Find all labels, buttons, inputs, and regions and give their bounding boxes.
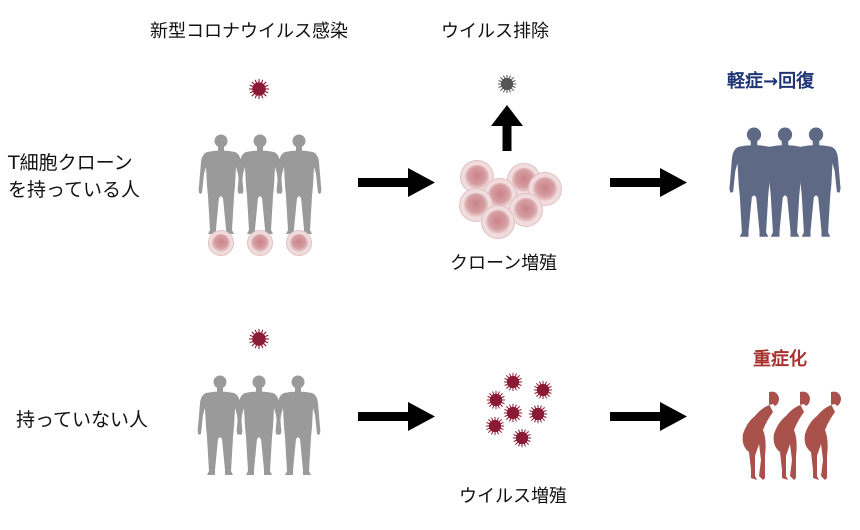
bent-person-icon — [773, 391, 810, 480]
row1-label-line1: T細胞クローン — [8, 152, 133, 174]
person-group-gray-row1 — [198, 134, 322, 234]
arrow-right-icon — [358, 168, 435, 197]
row1-outcome: 軽症→回復 — [727, 71, 815, 92]
person-icon — [275, 375, 321, 475]
arrow-right-icon — [610, 402, 687, 431]
row2-outcome: 重症化 — [753, 349, 807, 370]
person-group-recovered — [729, 127, 841, 237]
eliminated-virus-icon — [497, 74, 517, 94]
header-elimination: ウイルス排除 — [441, 21, 549, 42]
header-infection: 新型コロナウイルス感染 — [150, 21, 348, 42]
person-icon — [197, 375, 243, 475]
t-cell-icon — [481, 205, 515, 239]
arrow-right-icon — [610, 168, 687, 197]
virus-icon — [512, 428, 532, 448]
t-cell-cluster — [459, 160, 562, 239]
arrow-up-icon — [491, 105, 523, 151]
arrow-right-icon — [358, 402, 435, 431]
t-cell-icon — [208, 230, 234, 256]
person-group-gray-row2 — [197, 375, 321, 475]
virus-icon — [248, 78, 270, 100]
person-icon — [236, 375, 282, 475]
virus-icon — [485, 416, 505, 436]
virus-icon — [486, 390, 506, 410]
virus-icon — [248, 328, 270, 350]
row1-label-line2: を持っている人 — [8, 179, 141, 201]
row1-middle-label: クローン増殖 — [450, 253, 558, 274]
t-cell-icon — [286, 230, 312, 256]
virus-icon — [503, 372, 523, 392]
row2-label: 持っていない人 — [16, 409, 149, 431]
bent-person-icon — [804, 391, 841, 480]
person-icon — [198, 134, 244, 234]
bent-person-icon — [742, 391, 779, 480]
t-cell-icon — [247, 230, 273, 256]
virus-icon — [533, 380, 553, 400]
virus-icon — [503, 403, 523, 423]
virus-cluster — [485, 372, 553, 448]
person-icon — [237, 134, 283, 234]
t-cell-group-row1 — [208, 230, 312, 256]
person-group-severe — [742, 391, 841, 480]
person-icon — [276, 134, 322, 234]
row2-middle-label: ウイルス増殖 — [459, 486, 567, 507]
virus-icon — [528, 404, 548, 424]
